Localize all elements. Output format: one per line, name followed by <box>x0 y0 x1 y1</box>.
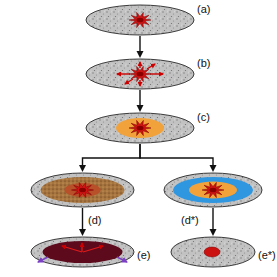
stage-label: (e*) <box>258 249 276 261</box>
stage-ellipse: (d) <box>30 172 135 208</box>
flow-arrow <box>210 208 217 236</box>
spread-arrows <box>62 243 103 252</box>
ellipse-outline <box>30 172 135 208</box>
flow-arrow <box>79 208 86 236</box>
flow-arrow <box>137 36 144 58</box>
tumor-star <box>129 120 151 135</box>
ellipse-outline <box>163 172 263 208</box>
stage-label-box: (b) <box>197 53 210 71</box>
dark-zone <box>43 241 123 263</box>
stage-label: (a) <box>197 3 210 15</box>
stage-label-box: (e) <box>137 245 150 263</box>
invasion-arrows <box>38 257 127 262</box>
tumor-star <box>202 182 224 197</box>
stage-label: (c) <box>197 111 210 123</box>
flow-arrow <box>137 90 144 112</box>
ellipse-outline <box>85 112 195 144</box>
tumor-star <box>72 182 94 197</box>
stage-ellipse: (b) <box>85 58 195 90</box>
tumor-star <box>129 12 151 27</box>
flow-arrow <box>140 144 217 172</box>
growth-arrows <box>117 62 163 86</box>
stage-ellipse: (e*) <box>170 236 256 268</box>
blue-zone <box>173 177 253 203</box>
stage-label-box: (d*) <box>181 210 199 228</box>
stage-label-box: (c) <box>197 107 210 125</box>
stage-label: (e) <box>137 249 150 261</box>
stage-label-box: (d) <box>88 210 101 228</box>
orange-zone <box>189 182 237 199</box>
stage-ellipse: (e) <box>30 236 135 268</box>
flow-arrow <box>79 144 140 172</box>
stage-ellipse: (d*) <box>163 172 263 208</box>
inner-zone <box>65 183 101 197</box>
tumor-star <box>129 66 151 81</box>
stage-label: (d) <box>88 214 101 226</box>
stage-label: (b) <box>197 57 210 69</box>
stage-ellipse: (a) <box>85 4 195 36</box>
ellipse-outline <box>170 236 256 268</box>
brown-zone <box>41 177 125 203</box>
stage-label: (d*) <box>181 214 199 226</box>
stage-label-box: (e*) <box>258 245 276 263</box>
residual-tumor <box>204 247 220 257</box>
stage-label-box: (a) <box>197 0 210 17</box>
orange-zone <box>116 118 164 138</box>
ellipse-outline <box>85 4 195 36</box>
ellipse-outline <box>30 236 135 268</box>
stage-ellipse: (c) <box>85 112 195 144</box>
ellipse-outline <box>85 58 195 90</box>
